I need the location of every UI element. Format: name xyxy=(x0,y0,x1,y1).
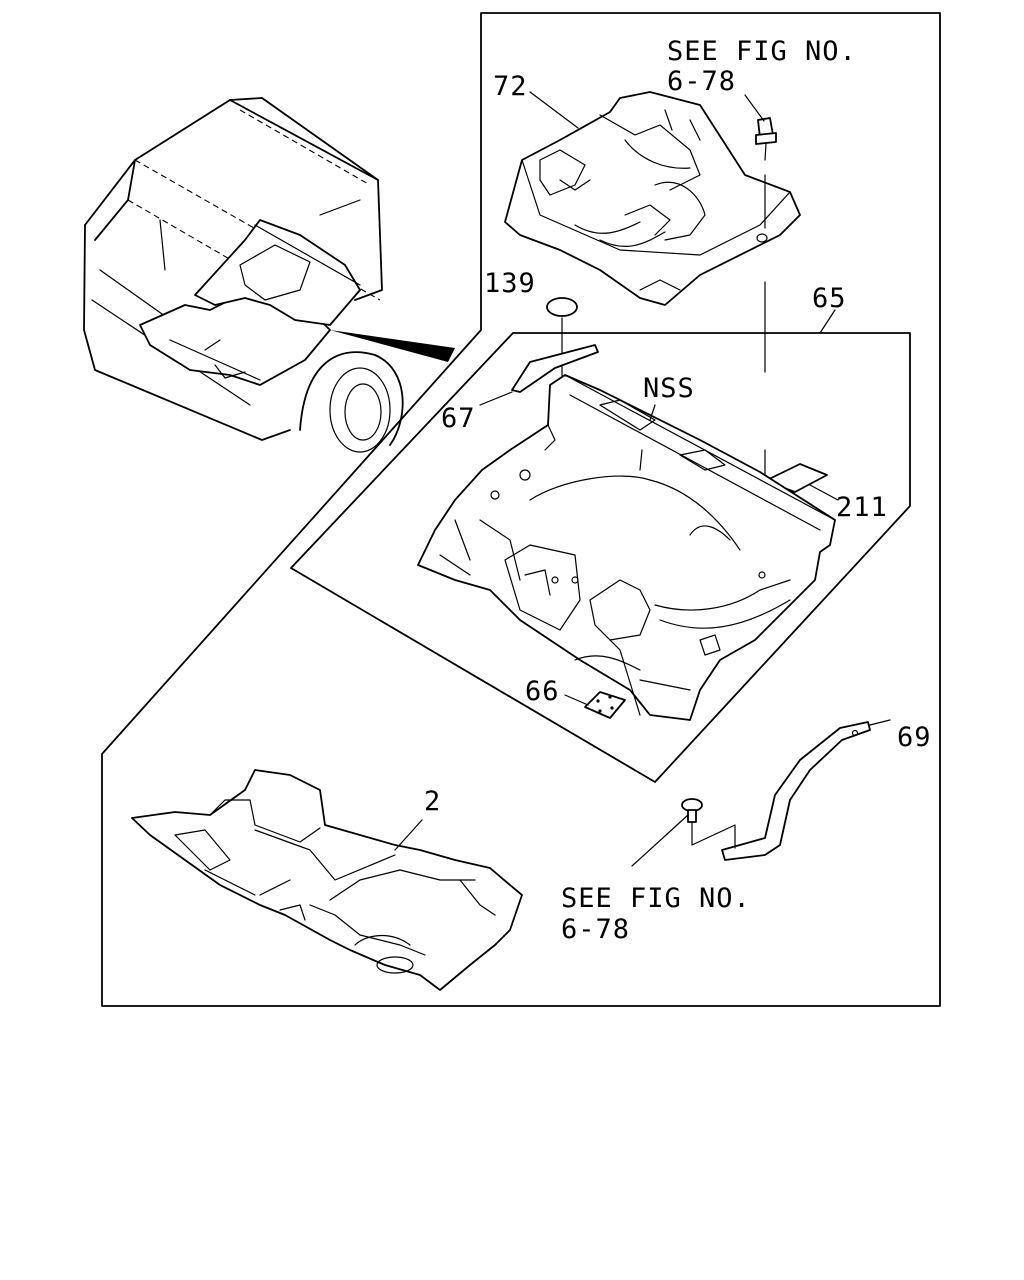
part-65-floor-insulator xyxy=(417,374,836,721)
see-fig-top-line1: SEE FIG NO. xyxy=(667,36,857,67)
label-nss: NSS xyxy=(643,373,695,404)
part-67-pad xyxy=(511,344,599,393)
label-139: 139 xyxy=(484,268,536,299)
label-67: 67 xyxy=(441,403,476,434)
assembly-65-frame xyxy=(290,332,911,783)
label-65: 65 xyxy=(812,283,847,314)
truck-cab-overview xyxy=(83,97,455,453)
see-fig-top-line2: 6-78 xyxy=(667,66,736,97)
see-fig-bottom-line2: 6-78 xyxy=(561,914,630,945)
part-2-floor-mat xyxy=(131,769,523,991)
label-72: 72 xyxy=(493,71,528,102)
see-fig-bottom-line1: SEE FIG NO. xyxy=(561,883,751,914)
part-69-bracket xyxy=(721,721,871,861)
part-139-seal xyxy=(546,297,578,317)
label-211: 211 xyxy=(836,492,888,523)
outer-frame xyxy=(101,12,941,1007)
part-66-plate xyxy=(584,691,626,719)
label-66: 66 xyxy=(525,676,560,707)
bolt-bottom xyxy=(681,798,736,849)
label-2: 2 xyxy=(424,786,441,817)
part-72-panel xyxy=(504,91,801,306)
leader-lines xyxy=(394,91,891,867)
label-69: 69 xyxy=(897,722,932,753)
